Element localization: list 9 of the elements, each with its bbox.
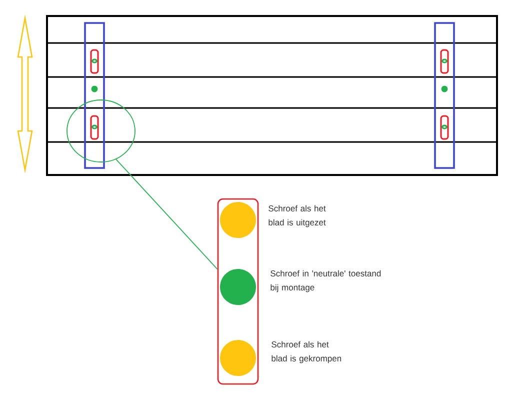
- caption-text: Schroef als het blad is uitgezet: [268, 205, 326, 228]
- leader-line: [116, 158, 218, 270]
- screw-dot: [220, 202, 256, 238]
- legend-box: [217, 198, 259, 385]
- caption-text: Schroef als het blad is gekrompen: [272, 341, 342, 364]
- caption-text: Schroef in 'neutrale' toestand bij montage: [270, 270, 381, 292]
- screw-dot: [220, 269, 256, 305]
- detail-ellipse: [66, 100, 136, 162]
- screw-dot: [220, 340, 256, 376]
